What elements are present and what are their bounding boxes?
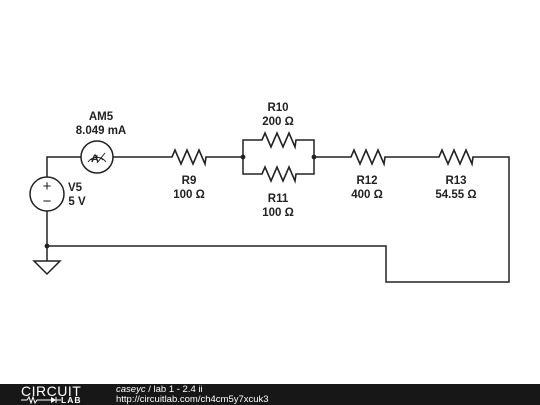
ammeter-am5-symbol[interactable]: A	[80, 140, 114, 174]
junction-dot-ground	[44, 243, 50, 249]
logo-circuit-glyph-icon	[21, 396, 61, 404]
r12-value-label: 400 Ω	[351, 189, 383, 201]
title-separator: /	[145, 384, 154, 395]
source-minus-sign: −	[43, 193, 52, 210]
circuit-title-line: caseyc / lab 1 - 2.4 ii	[116, 385, 269, 395]
resistor-r12-symbol[interactable]	[348, 147, 388, 167]
r10-name-label: R10	[267, 102, 288, 114]
wire-source-to-ammeter	[46, 156, 81, 177]
source-plus-sign: +	[43, 178, 52, 195]
r11-name-label: R11	[268, 193, 289, 205]
resistor-r9-symbol[interactable]	[169, 147, 209, 167]
ammeter-reading-label: 8.049 mA	[76, 125, 127, 137]
voltage-source-v5-symbol[interactable]: + −	[29, 176, 65, 212]
resistor-r11-symbol[interactable]	[259, 164, 299, 184]
resistor-r13-symbol[interactable]	[436, 147, 476, 167]
junction-dot-left	[240, 154, 246, 160]
author-link[interactable]: caseyc	[116, 384, 146, 395]
r11-value-label: 100 Ω	[262, 207, 294, 219]
r12-name-label: R12	[356, 175, 377, 187]
ammeter-name-label: AM5	[89, 111, 114, 123]
circuitlab-logo[interactable]: CIRCUIT LAB	[21, 384, 95, 405]
footer-bar: CIRCUIT LAB caseyc / lab 1 - 2.4 ii http…	[0, 384, 540, 405]
r9-name-label: R9	[182, 175, 197, 187]
logo-wordmark-bottom: LAB	[61, 395, 82, 405]
r9-value-label: 100 Ω	[173, 189, 205, 201]
r13-name-label: R13	[445, 175, 466, 187]
resistor-r10-symbol[interactable]	[259, 130, 299, 150]
v5-value-label: 5 V	[68, 196, 86, 208]
logo-wordmark-top: CIRCUIT	[21, 383, 82, 399]
circuit-schematic: A + − AM5 8.049 mA R10 200 Ω R9 100 Ω R1…	[29, 102, 510, 283]
r13-value-label: 54.55 Ω	[435, 189, 476, 201]
v5-name-label: V5	[68, 182, 83, 194]
circuit-url[interactable]: http://circuitlab.com/ch4cm5y7xcuk3	[116, 394, 269, 405]
wire-return-path	[47, 156, 510, 283]
circuit-meta: caseyc / lab 1 - 2.4 ii http://circuitla…	[116, 385, 269, 405]
ground-icon	[32, 260, 62, 276]
junction-dot-right	[311, 154, 317, 160]
ammeter-symbol-letter: A	[91, 153, 99, 165]
r10-value-label: 200 Ω	[262, 116, 294, 128]
circuit-title[interactable]: lab 1 - 2.4 ii	[153, 384, 203, 395]
